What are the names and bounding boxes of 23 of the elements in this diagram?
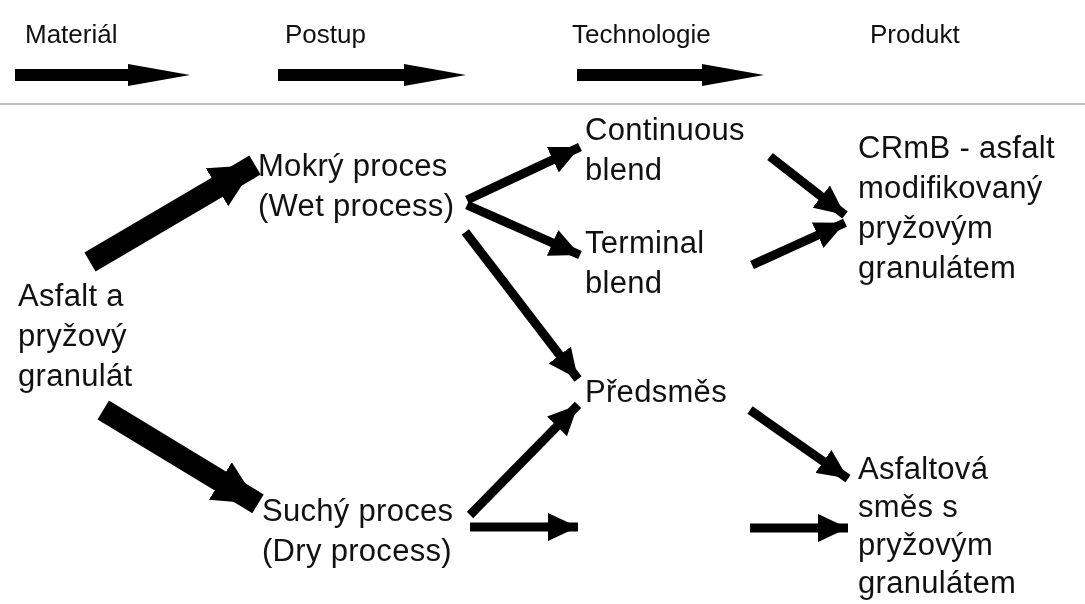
column-header: Materiál <box>25 18 118 50</box>
arrow <box>750 514 848 542</box>
arrow <box>461 229 582 382</box>
arrow <box>767 153 848 219</box>
node-label: CRmB - asfalt modifikovaný pryžovým granulátem <box>858 129 1056 287</box>
arrow <box>97 400 264 514</box>
node-label: Asfalt a pryžový granulát <box>18 277 134 395</box>
node-label: Asfaltová směs s pryžovým granulátem <box>858 450 1018 602</box>
node-label: Mokrý proces (Wet process) <box>258 147 456 225</box>
arrow <box>750 218 847 270</box>
node-label: Continuous blend <box>585 111 746 189</box>
column-header: Postup <box>285 18 366 50</box>
arrow <box>465 142 582 205</box>
node-label: Předsměs <box>585 373 728 411</box>
arrow <box>465 200 582 260</box>
column-header: Produkt <box>870 18 960 50</box>
node-label: Terminal blend <box>585 224 706 302</box>
node-label: Suchý proces (Dry process) <box>262 492 455 570</box>
arrow <box>84 155 261 272</box>
arrow <box>466 401 582 519</box>
arrow <box>470 513 578 541</box>
arrow <box>747 406 851 483</box>
column-header: Technologie <box>572 18 711 50</box>
